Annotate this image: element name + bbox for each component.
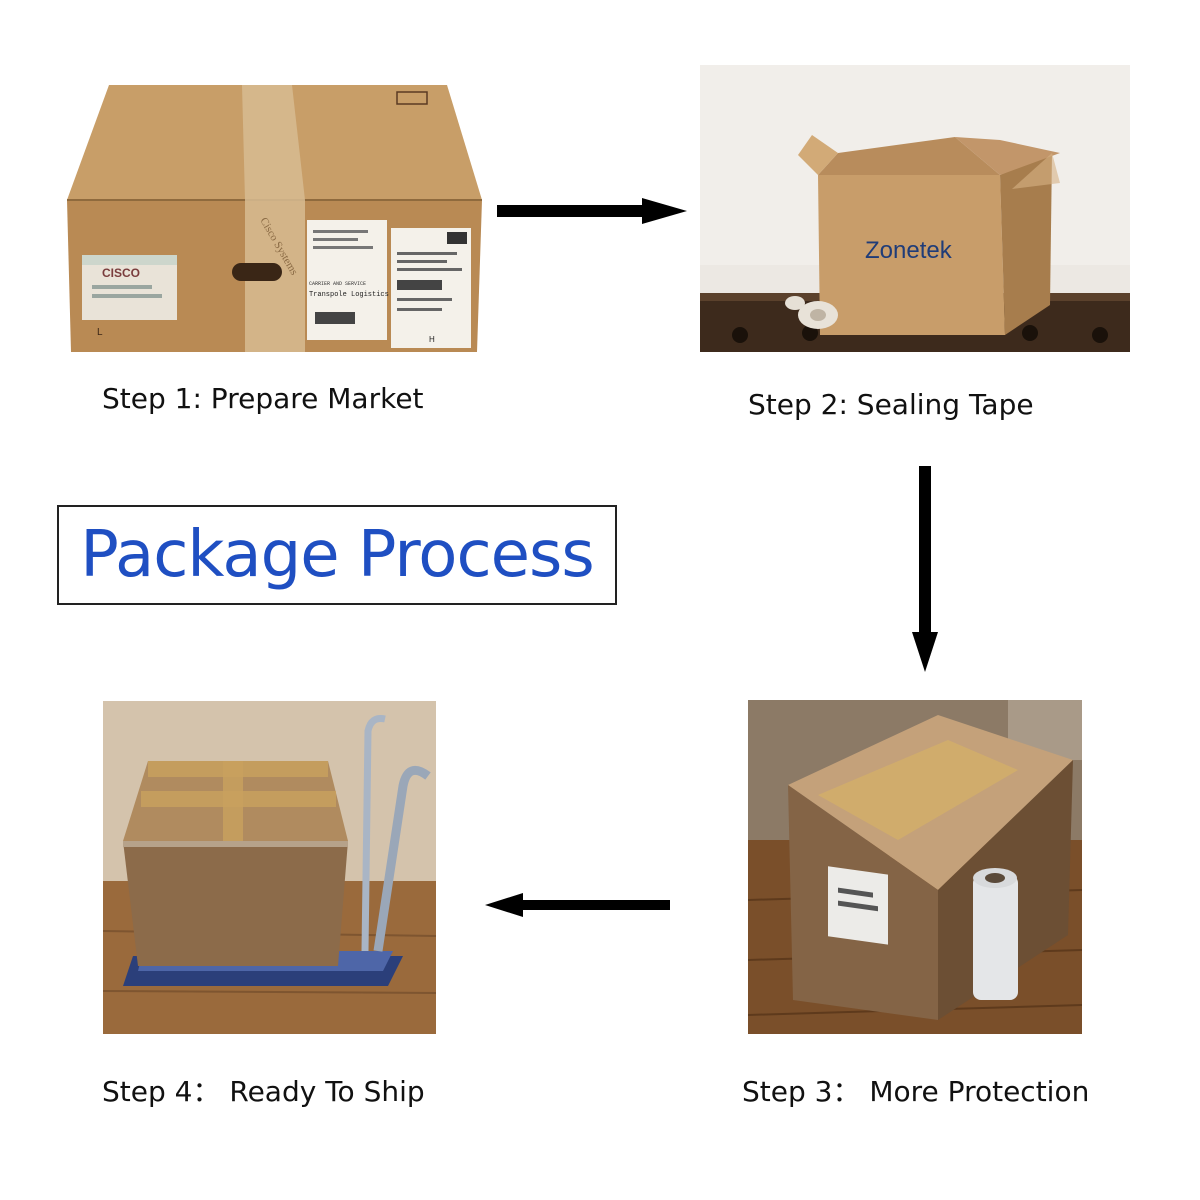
arrow-right [497,198,687,224]
label-code: H [429,335,435,344]
step4-photo [103,701,436,1034]
step3-caption: Step 3： More Protection [742,1075,1090,1108]
step2-box-illustration: Zonetek [700,65,1130,352]
cisco-logo: CISCO [102,266,140,280]
step3-photo [748,700,1082,1034]
size-mark: L [97,327,103,338]
step1-photo: Cisco Systems CISCO CARRIER AND SERVICE … [57,80,487,355]
page-title: Package Process [80,518,594,592]
step1-box-illustration: Cisco Systems CISCO CARRIER AND SERVICE … [57,80,487,355]
arrow-left [485,893,670,917]
title-box: Package Process [57,505,617,605]
brand-logo: Zonetek [865,237,953,264]
step2-caption: Step 2: Sealing Tape [748,388,1034,421]
step4-caption: Step 4： Ready To Ship [102,1075,425,1108]
arrow-down [912,466,938,672]
step2-photo: Zonetek [700,65,1130,352]
carrier-heading: CARRIER AND SERVICE [309,281,366,287]
step3-wrap-illustration [748,700,1082,1034]
step4-cart-illustration [103,701,436,1034]
step1-caption: Step 1: Prepare Market [102,382,424,415]
carrier-name: Transpole Logistics [309,291,389,299]
